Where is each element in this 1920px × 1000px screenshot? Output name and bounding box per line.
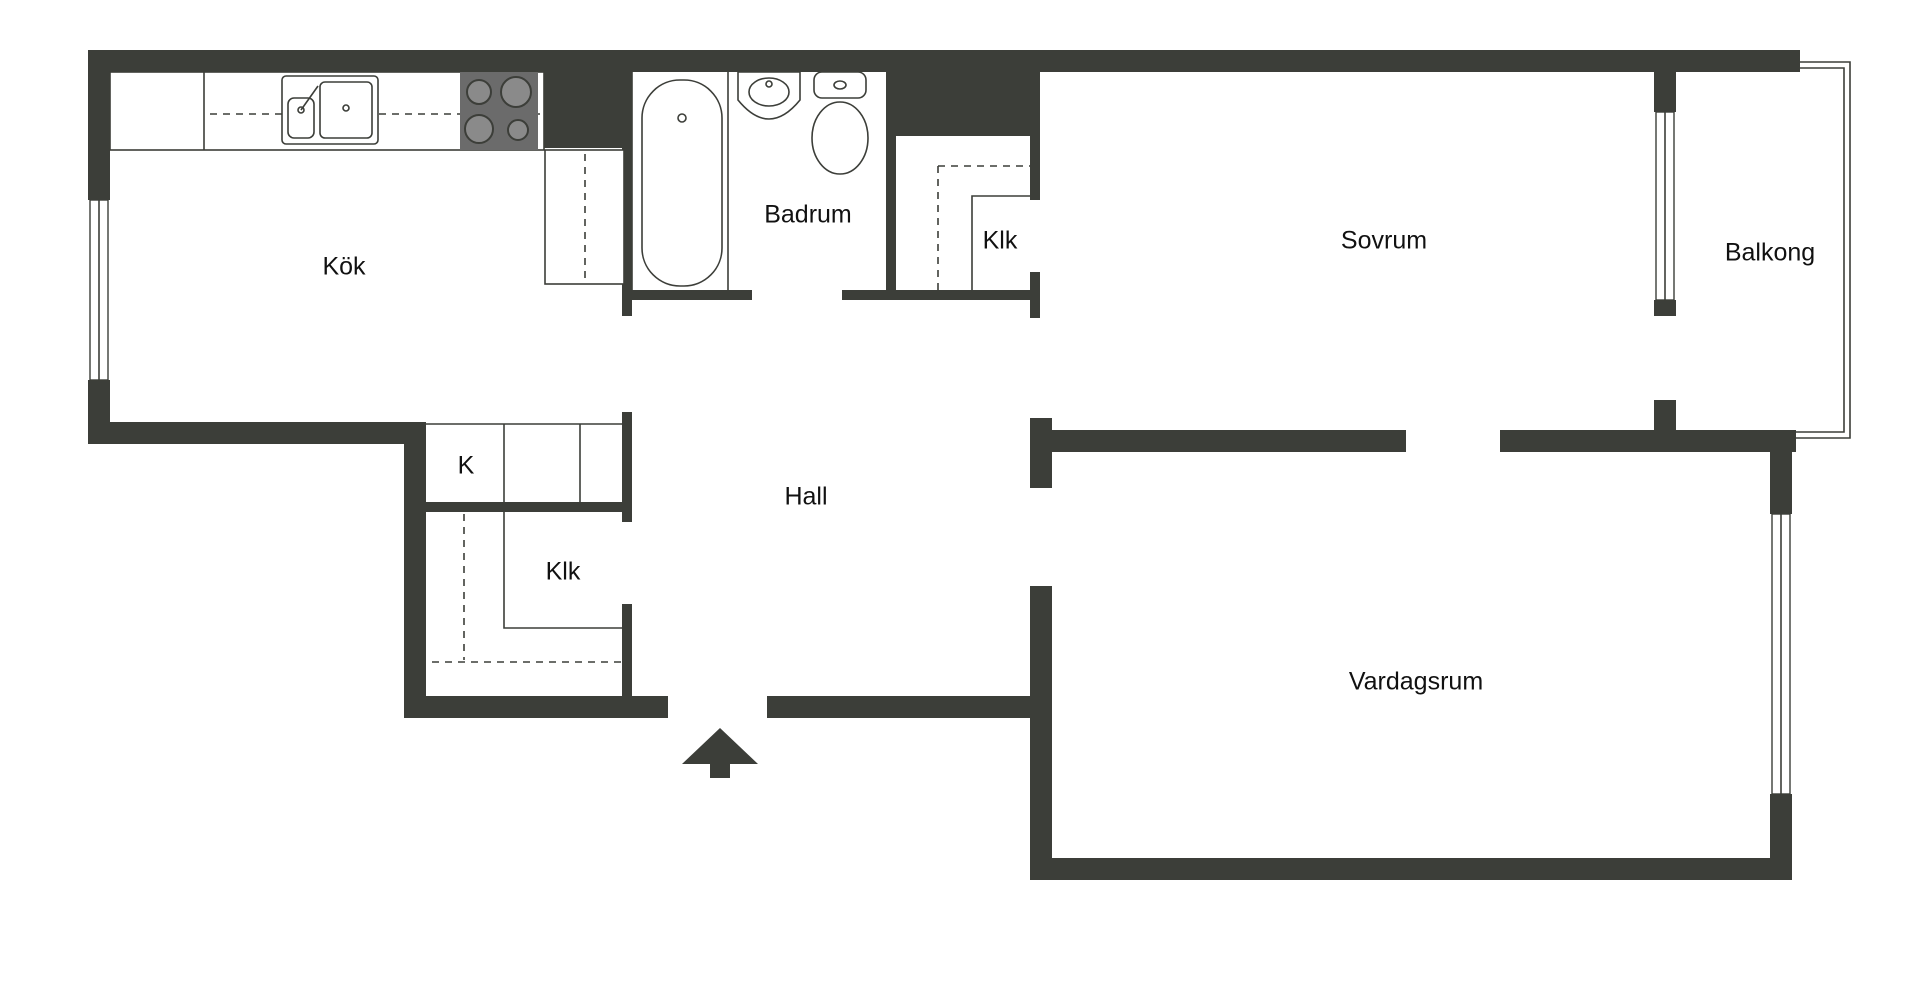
room-label-sovrum: Sovrum xyxy=(1341,227,1427,255)
wall-bath-bottom-left xyxy=(622,290,752,300)
wall-balcony-lower xyxy=(1654,400,1676,442)
wall-kitchen-pillar xyxy=(544,50,630,148)
wall-kitchen-bottom xyxy=(88,422,426,444)
wall-hall-closet-right-upper xyxy=(622,412,632,522)
wall-balcony-upper xyxy=(1654,72,1676,112)
stove-icon xyxy=(460,72,538,150)
wall-closet-right-lower xyxy=(1030,272,1040,318)
room-label-kok: Kök xyxy=(322,253,366,281)
wall-balcony-mid xyxy=(1654,300,1676,316)
room-label-balkong: Balkong xyxy=(1725,239,1815,267)
wall-bath-right xyxy=(886,72,896,300)
walls xyxy=(88,50,1800,880)
wall-living-bottom xyxy=(1030,858,1792,880)
wall-closet-left xyxy=(404,422,426,718)
wall-left-upper xyxy=(88,50,110,200)
wall-closet-right-upper xyxy=(1030,72,1040,200)
wall-living-left-lower xyxy=(1030,586,1052,880)
wall-living-right-upper xyxy=(1770,430,1792,514)
toilet-icon xyxy=(811,71,869,175)
room-label-vardagsrum: Vardagsrum xyxy=(1349,668,1483,696)
wall-hall-closet-right-lower xyxy=(622,604,632,704)
wall-shaft xyxy=(888,50,1040,136)
balcony-railing xyxy=(1796,61,1851,439)
room-labels: Kök Badrum Klk Sovrum Balkong K Hall Klk… xyxy=(322,201,1815,696)
wall-bath-left xyxy=(622,72,632,316)
room-label-klk-hall: Klk xyxy=(546,558,581,586)
room-label-k: K xyxy=(458,452,475,480)
windows xyxy=(89,61,1851,795)
wall-living-right-lower xyxy=(1770,794,1792,880)
entrance-arrow-icon xyxy=(682,728,758,778)
wall-living-left-upper xyxy=(1030,418,1052,488)
wall-hall-closet-shelf xyxy=(426,502,632,512)
washbasin-icon xyxy=(737,71,801,120)
room-label-hall: Hall xyxy=(784,483,827,511)
bathtub-icon xyxy=(641,79,723,287)
closets xyxy=(426,165,1030,663)
bathroom-fixtures xyxy=(631,71,869,290)
wall-bedroom-bottom-left xyxy=(1040,430,1406,452)
room-label-badrum: Badrum xyxy=(764,201,852,229)
wall-bottom-left xyxy=(404,696,668,718)
wall-closet-bottom xyxy=(842,290,1032,300)
wall-bottom-right xyxy=(767,696,1050,718)
kitchen-sink-icon xyxy=(281,75,379,145)
room-label-klk-top: Klk xyxy=(983,227,1018,255)
wall-bedroom-bottom-right xyxy=(1500,430,1796,452)
kitchen-fixtures xyxy=(109,71,625,285)
